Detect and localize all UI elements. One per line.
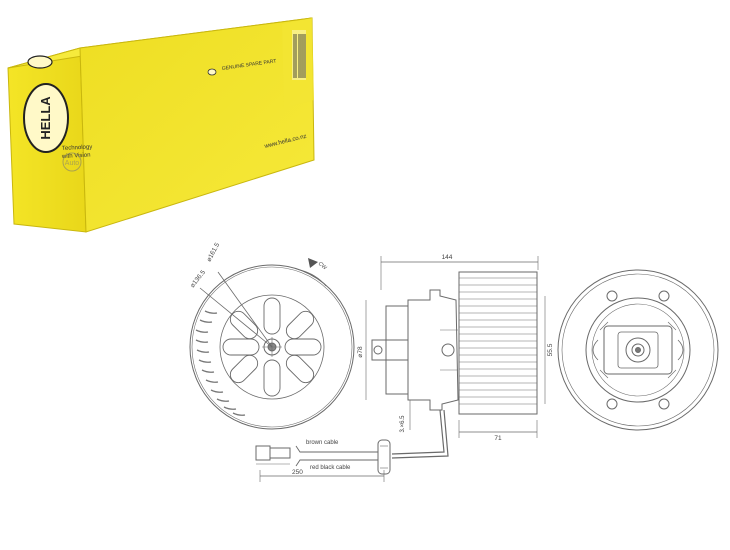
- brand-text-front: HELLA: [38, 96, 53, 140]
- front-view: [189, 258, 355, 430]
- rear-view: [544, 269, 719, 431]
- dim-cable-length: 250: [292, 469, 303, 476]
- dim-total-width: 144: [442, 254, 453, 261]
- hella-box: HELLA Technology with Vision GENUINE SPA…: [7, 17, 315, 233]
- red-black-cable-label: red black cable: [310, 465, 351, 471]
- technical-drawing: [189, 256, 719, 482]
- dim-inner-diameter: ⌀136.5: [189, 269, 207, 290]
- hella-logo-top: [27, 55, 53, 69]
- watermark: Auto: [62, 152, 82, 172]
- tagline-2: with Vision: [61, 153, 91, 161]
- brown-cable-label: brown cable: [306, 440, 339, 446]
- dim-side-height: 55.5: [547, 343, 554, 356]
- hella-logo-front: HELLA: [23, 83, 69, 153]
- dim-wheel-width: 71: [494, 435, 502, 442]
- dim-connector: 3.×6.5: [400, 415, 406, 433]
- watermark-text: Auto: [65, 160, 80, 167]
- barcode-icon: [292, 30, 306, 80]
- tagline-1: Technology: [62, 144, 93, 152]
- rotation-label: CW: [317, 261, 328, 272]
- side-view: [255, 256, 539, 482]
- dim-hub: ⌀78: [357, 346, 364, 358]
- dim-outer-diameter: ⌀161.5: [206, 241, 222, 262]
